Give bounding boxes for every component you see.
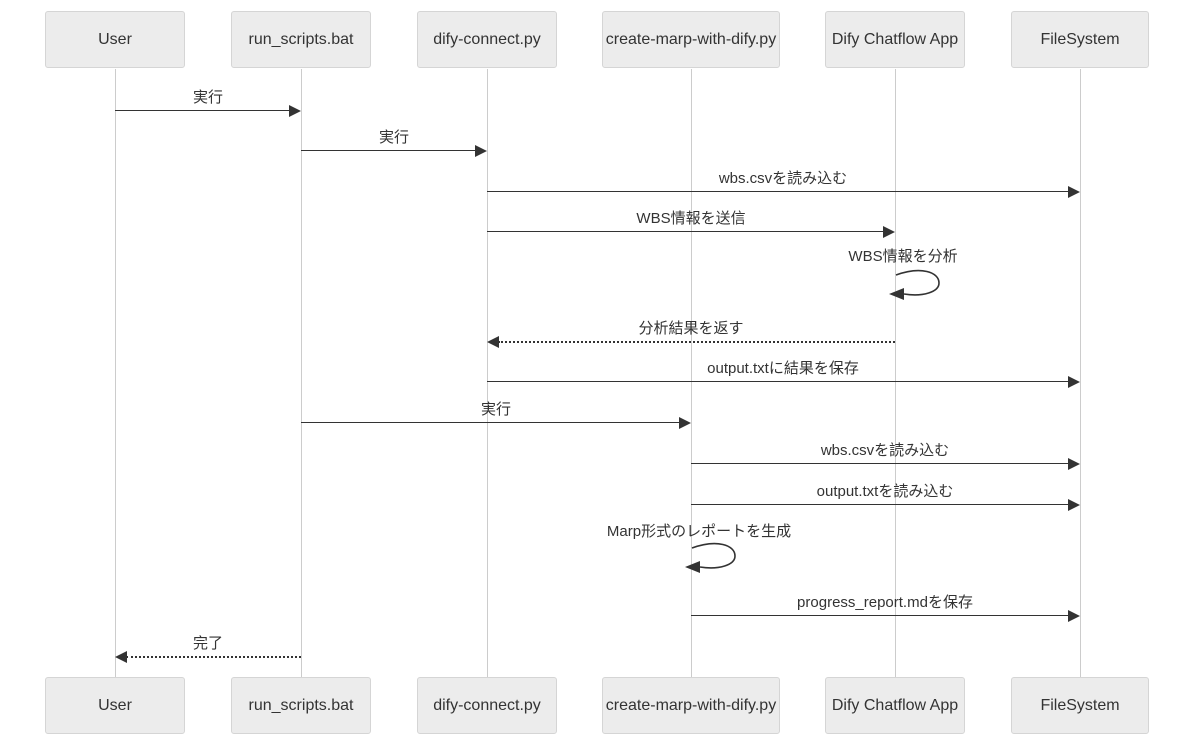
actor-run-scripts-bat-bottom: run_scripts.bat [231, 677, 371, 734]
actor-label: create-marp-with-dify.py [605, 30, 777, 48]
arrow-head [1068, 458, 1080, 470]
message-line [498, 341, 895, 343]
actor-label: User [98, 30, 132, 48]
message-label: progress_report.mdを保存 [797, 594, 973, 611]
arrow-head [1068, 499, 1080, 511]
actor-label: dify-connect.py [433, 696, 541, 714]
arrow-head [289, 105, 301, 117]
actor-filesystem-bottom: FileSystem [1011, 677, 1149, 734]
actor-label: dify-connect.py [433, 30, 541, 48]
actor-label: FileSystem [1040, 696, 1120, 714]
arrow-head [475, 145, 487, 157]
actor-label: Dify Chatflow App [831, 30, 959, 48]
lifeline-dify-chatflow-app [894, 69, 896, 677]
lifeline-run-scripts-bat [300, 69, 302, 677]
message-line [691, 463, 1071, 464]
actor-label: run_scripts.bat [248, 696, 354, 714]
actor-label: run_scripts.bat [248, 30, 354, 48]
arrow-head [115, 651, 127, 663]
actor-dify-connect-py-top: dify-connect.py [417, 11, 557, 68]
arrow-head [883, 226, 895, 238]
lifeline-filesystem [1079, 69, 1081, 677]
message-line [487, 191, 1071, 192]
message-label: output.txtに結果を保存 [707, 360, 859, 377]
message-label: 実行 [378, 129, 409, 146]
actor-label: FileSystem [1040, 30, 1120, 48]
message-line [487, 231, 886, 232]
lifeline-dify-connect-py [486, 69, 488, 677]
message-label: wbs.csvを読み込む [718, 170, 848, 187]
actor-filesystem-top: FileSystem [1011, 11, 1149, 68]
actor-create-marp-with-dify-py-top: create-marp-with-dify.py [602, 11, 780, 68]
actor-user-bottom: User [45, 677, 185, 734]
actor-label: Dify Chatflow App [831, 696, 959, 714]
arrow-head [1068, 186, 1080, 198]
actor-dify-chatflow-app-bottom: Dify Chatflow App [825, 677, 965, 734]
message-label: 実行 [480, 401, 511, 418]
message-line [126, 656, 301, 658]
message-label: Marp形式のレポートを生成 [606, 523, 792, 540]
message-label: 実行 [192, 89, 223, 106]
message-label: WBS情報を送信 [636, 210, 746, 227]
arrow-head [1068, 376, 1080, 388]
message-label: wbs.csvを読み込む [820, 442, 950, 459]
message-line [691, 615, 1071, 616]
message-label: output.txtを読み込む [816, 483, 954, 500]
actor-user-top: User [45, 11, 185, 68]
self-loop-arrow [685, 542, 736, 573]
message-label: 分析結果を返す [638, 320, 744, 337]
actor-create-marp-with-dify-py-bottom: create-marp-with-dify.py [602, 677, 780, 734]
message-line [115, 110, 292, 111]
actor-dify-connect-py-bottom: dify-connect.py [417, 677, 557, 734]
message-line [301, 422, 682, 423]
actor-dify-chatflow-app-top: Dify Chatflow App [825, 11, 965, 68]
actor-label: create-marp-with-dify.py [605, 696, 777, 714]
lifeline-user [114, 69, 116, 677]
actor-run-scripts-bat-top: run_scripts.bat [231, 11, 371, 68]
message-line [301, 150, 478, 151]
message-label: 完了 [192, 635, 223, 652]
arrow-head [1068, 610, 1080, 622]
message-label: WBS情報を分析 [848, 248, 958, 265]
message-line [487, 381, 1071, 382]
arrow-head [679, 417, 691, 429]
self-loop-arrow [889, 269, 940, 300]
lifeline-create-marp-with-dify-py [690, 69, 692, 677]
arrow-head [487, 336, 499, 348]
message-line [691, 504, 1071, 505]
actor-label: User [98, 696, 132, 714]
